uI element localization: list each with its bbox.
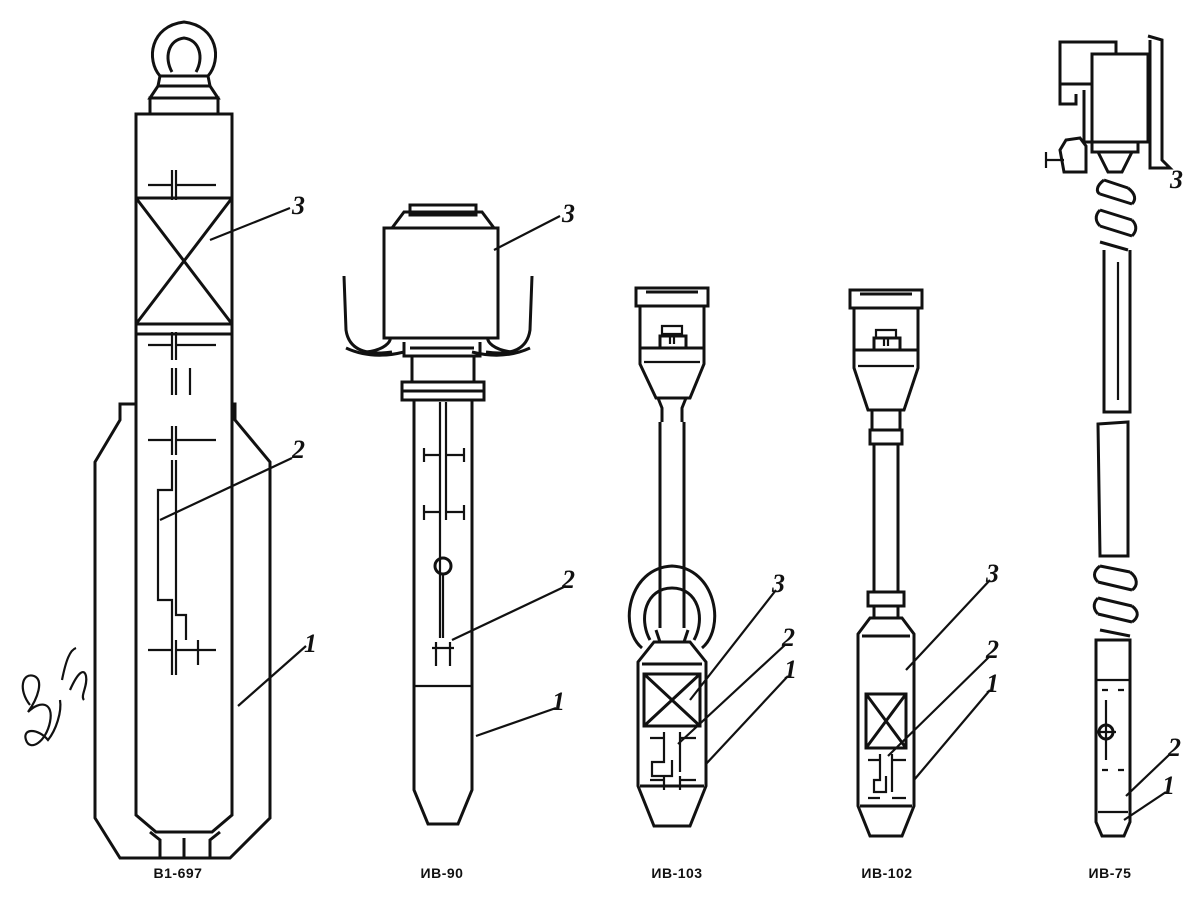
callout-2: 2 (678, 623, 795, 744)
svg-text:2: 2 (561, 565, 575, 594)
instrument-v1-697: 3 2 1 В1-697 (95, 22, 317, 881)
callout-1: 1 (706, 655, 797, 764)
svg-text:3: 3 (561, 199, 575, 228)
callout-3: 3 (690, 569, 785, 700)
callout-3: 3 (906, 559, 999, 670)
callout-1: 1 (476, 687, 565, 736)
lifting-ring-icon (152, 22, 215, 86)
callout-3: 3 (210, 191, 305, 240)
callout-1: 1 (1124, 771, 1175, 820)
instrument-caption: ИВ-90 (421, 865, 464, 881)
instrument-iv-90: 3 2 1 ИВ-90 (344, 199, 575, 881)
callout-2: 2 (160, 435, 305, 520)
callout-3: 3 (494, 199, 575, 250)
svg-text:2: 2 (291, 435, 305, 464)
svg-text:2: 2 (781, 623, 795, 652)
instrument-caption: В1-697 (154, 865, 203, 881)
callout-2: 2 (888, 635, 999, 756)
svg-text:1: 1 (784, 655, 797, 684)
instrument-iv-102: 3 2 1 ИВ-102 (850, 290, 999, 881)
svg-text:3: 3 (985, 559, 999, 588)
svg-text:1: 1 (304, 629, 317, 658)
callout-3: 3 (1169, 165, 1183, 194)
svg-text:1: 1 (986, 669, 999, 698)
svg-text:2: 2 (1167, 733, 1181, 762)
svg-text:3: 3 (291, 191, 305, 220)
svg-text:3: 3 (771, 569, 785, 598)
instrument-caption: ИВ-103 (651, 865, 702, 881)
svg-text:2: 2 (985, 635, 999, 664)
instrument-iv-103: 3 2 1 ИВ-103 (629, 288, 797, 881)
callout-1: 1 (914, 669, 999, 780)
instrument-iv-75: 3 2 1 ИВ-75 (1046, 36, 1183, 881)
handwritten-signature (23, 648, 87, 745)
svg-text:1: 1 (1162, 771, 1175, 800)
instrument-caption: ИВ-75 (1089, 865, 1132, 881)
svg-text:3: 3 (1169, 165, 1183, 194)
callout-2: 2 (1126, 733, 1181, 796)
svg-text:1: 1 (552, 687, 565, 716)
callout-2: 2 (452, 565, 575, 640)
instrument-caption: ИВ-102 (861, 865, 912, 881)
callout-1: 1 (238, 629, 317, 706)
